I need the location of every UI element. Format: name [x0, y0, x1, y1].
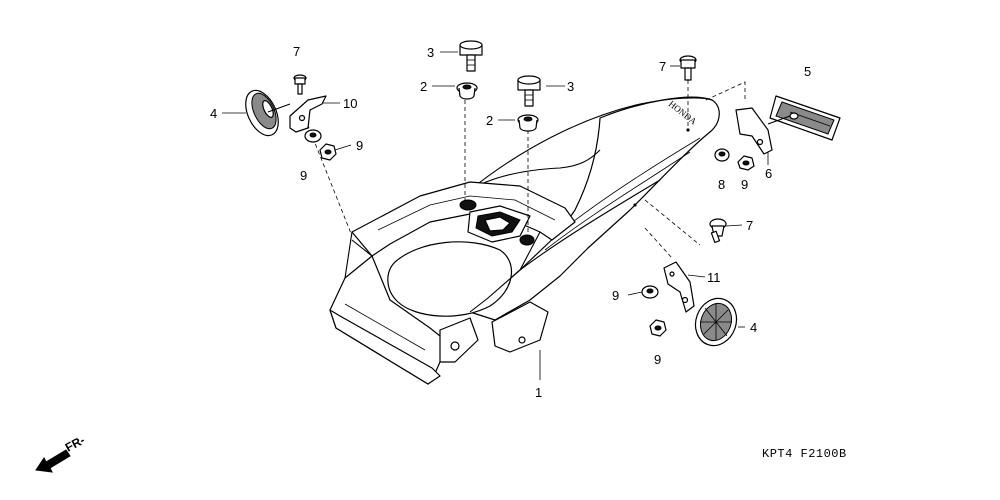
callout-4: 4 [210, 106, 217, 121]
leader-11 [644, 227, 673, 259]
leader-7c [644, 199, 701, 246]
callout-9: 9 [654, 352, 661, 367]
nut-8 [714, 148, 730, 162]
grommet-2b [517, 114, 539, 132]
callout-9: 9 [300, 168, 307, 183]
callout-1: 1 [535, 385, 542, 400]
nut-9a [304, 129, 322, 143]
bolt-3a [459, 40, 483, 72]
front-direction-arrow: FR- [35, 433, 87, 473]
reflector-5 [769, 95, 841, 141]
leader-5 [705, 81, 746, 101]
callout-9: 9 [356, 138, 363, 153]
callout-11: 11 [707, 270, 721, 285]
bracket-11 [663, 261, 695, 313]
callout-7: 7 [746, 218, 753, 233]
callout-10: 10 [343, 96, 357, 111]
nut-9d [641, 285, 659, 299]
callout-2: 2 [420, 79, 427, 94]
callout-6: 6 [765, 166, 772, 181]
grommet-2a [456, 82, 478, 100]
leader-lines [222, 51, 769, 380]
diagram-code: KPT4 F2100B [762, 447, 847, 461]
callout-2: 2 [486, 113, 493, 128]
callout-5: 5 [804, 64, 811, 79]
nut-9e [649, 319, 667, 337]
callout-7: 7 [293, 44, 300, 59]
nut-9c [737, 155, 755, 171]
bracket-6 [735, 107, 799, 155]
callout-8: 8 [718, 177, 725, 192]
callout-9: 9 [741, 177, 748, 192]
rear-fender [329, 96, 720, 385]
reflector-4a [245, 89, 291, 137]
screw-7c [709, 218, 727, 243]
nut-9b [319, 143, 337, 161]
arrow-icon [35, 449, 71, 473]
callout-3: 3 [427, 45, 434, 60]
screw-7a [293, 74, 307, 95]
screw-7b [679, 55, 697, 81]
callout-3: 3 [567, 79, 574, 94]
callout-7: 7 [659, 59, 666, 74]
callout-4: 4 [750, 320, 757, 335]
reflector-4b [694, 297, 738, 347]
callouts: 7 10 4 9 9 3 2 3 2 7 5 8 9 6 7 11 9 4 9 … [210, 44, 811, 400]
bracket-10 [289, 95, 327, 133]
callout-9: 9 [612, 288, 619, 303]
bolt-3b [517, 75, 541, 107]
